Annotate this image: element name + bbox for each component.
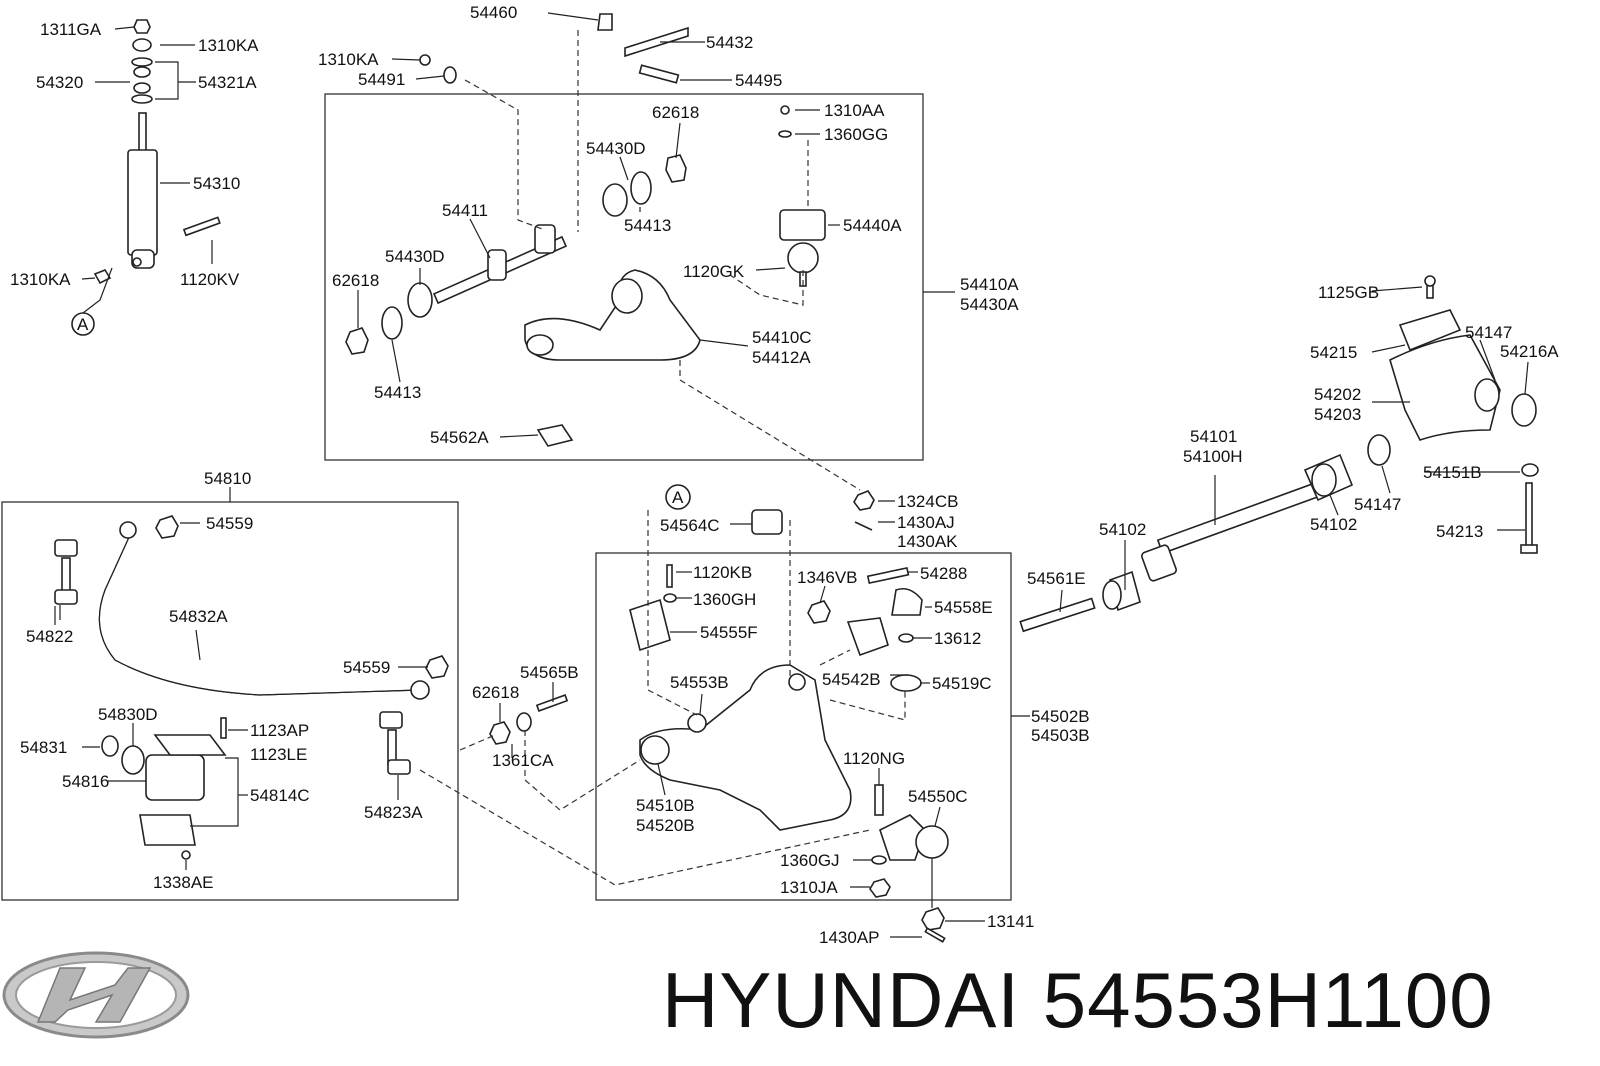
- drive-shaft: [1019, 275, 1539, 633]
- label-1311GA: 1311GA: [40, 20, 102, 39]
- label-54542B: 54542B: [822, 670, 881, 689]
- label-1360GG: 1360GG: [824, 125, 888, 144]
- label-1430AJ: 1430AJ: [897, 513, 955, 532]
- label-1338AE: 1338AE: [153, 873, 214, 892]
- label-54147-b: 54147: [1354, 495, 1401, 514]
- label-54147-a: 54147: [1465, 323, 1512, 342]
- label-54822: 54822: [26, 627, 73, 646]
- label-13141: 13141: [987, 912, 1034, 931]
- label-54100H: 54100H: [1183, 447, 1243, 466]
- label-54413-b: 54413: [374, 383, 421, 402]
- label-54411: 54411: [442, 201, 488, 220]
- label-1310KA-mid: 1310KA: [318, 50, 379, 69]
- label-54203: 54203: [1314, 405, 1361, 424]
- label-54202: 54202: [1314, 385, 1361, 404]
- label-54288: 54288: [920, 564, 967, 583]
- lower-control-arm: [419, 484, 949, 943]
- label-54503B: 54503B: [1031, 726, 1090, 745]
- label-1310JA: 1310JA: [780, 878, 838, 897]
- label-1360GJ: 1360GJ: [780, 851, 840, 870]
- upper-control-arm: [345, 13, 861, 491]
- label-1125GB: 1125GB: [1318, 283, 1379, 302]
- label-54412A: 54412A: [752, 348, 811, 367]
- part-labels: 1311GA 1310KA 54320 54321A 54310 1310KA …: [10, 3, 1559, 947]
- label-54495: 54495: [735, 71, 782, 90]
- label-54102-b: 54102: [1310, 515, 1357, 534]
- label-54559-b: 54559: [343, 658, 390, 677]
- label-1123AP: 1123AP: [250, 721, 309, 740]
- label-62618-c: 62618: [472, 683, 519, 702]
- label-62618-a: 62618: [652, 103, 699, 122]
- label-A-lower: A: [672, 488, 684, 507]
- label-54562A: 54562A: [430, 428, 489, 447]
- label-54565B: 54565B: [520, 663, 579, 682]
- label-1360GH: 1360GH: [693, 590, 756, 609]
- label-54550C: 54550C: [908, 787, 968, 806]
- stabilizer-bar: [54, 515, 449, 860]
- label-54102-a: 54102: [1099, 520, 1146, 539]
- part-number-caption: HYUNDAI 54553H1100: [662, 956, 1494, 1044]
- label-54432: 54432: [706, 33, 753, 52]
- label-54413-a: 54413: [624, 216, 671, 235]
- callout-lines: [54, 12, 1529, 938]
- label-54502B: 54502B: [1031, 707, 1090, 726]
- label-54559-a: 54559: [206, 514, 253, 533]
- label-54430A: 54430A: [960, 295, 1019, 314]
- label-54491: 54491: [358, 70, 405, 89]
- label-54510B: 54510B: [636, 796, 695, 815]
- label-1120KV: 1120KV: [180, 270, 240, 289]
- label-54553B: 54553B: [670, 673, 729, 692]
- label-54430D-a: 54430D: [586, 139, 646, 158]
- label-54816: 54816: [62, 772, 109, 791]
- label-54430D-b: 54430D: [385, 247, 445, 266]
- label-1346VB: 1346VB: [797, 568, 858, 587]
- label-62618-b: 62618: [332, 271, 379, 290]
- label-54321A: 54321A: [198, 73, 257, 92]
- label-54564C: 54564C: [660, 516, 720, 535]
- label-54216A: 54216A: [1500, 342, 1559, 361]
- label-A-shock: A: [77, 315, 89, 334]
- label-54519C: 54519C: [932, 674, 992, 693]
- label-54810: 54810: [204, 469, 251, 488]
- label-54310: 54310: [193, 174, 240, 193]
- label-54832A: 54832A: [169, 607, 228, 626]
- label-1430AP: 1430AP: [819, 928, 880, 947]
- label-1123LE: 1123LE: [250, 745, 307, 764]
- label-54151B: 54151B: [1423, 463, 1482, 482]
- label-54831: 54831: [20, 738, 67, 757]
- label-1324CB: 1324CB: [897, 492, 958, 511]
- label-54410A: 54410A: [960, 275, 1019, 294]
- label-1310AA: 1310AA: [824, 101, 885, 120]
- shock-absorber: [71, 19, 221, 336]
- label-54410C: 54410C: [752, 328, 812, 347]
- hyundai-logo: [2, 951, 190, 1039]
- label-13612: 13612: [934, 629, 981, 648]
- label-54561E: 54561E: [1027, 569, 1086, 588]
- label-1120KB: 1120KB: [693, 563, 752, 582]
- label-54830D: 54830D: [98, 705, 158, 724]
- label-1430AK: 1430AK: [897, 532, 958, 551]
- label-54213: 54213: [1436, 522, 1483, 541]
- label-54460: 54460: [470, 3, 517, 22]
- label-54520B: 54520B: [636, 816, 695, 835]
- label-54555F: 54555F: [700, 623, 758, 642]
- label-54215: 54215: [1310, 343, 1357, 362]
- label-54101: 54101: [1190, 427, 1237, 446]
- label-54823A: 54823A: [364, 803, 423, 822]
- label-1120NG: 1120NG: [843, 749, 905, 768]
- label-1361CA: 1361CA: [492, 751, 554, 770]
- label-54440A: 54440A: [843, 216, 902, 235]
- upper-arm-group-box: [324, 93, 924, 461]
- label-54558E: 54558E: [934, 598, 993, 617]
- label-1120GK: 1120GK: [683, 262, 745, 281]
- label-54320: 54320: [36, 73, 83, 92]
- lower-arm-group-box: [595, 552, 1012, 901]
- label-54814C: 54814C: [250, 786, 310, 805]
- label-1310KA-low: 1310KA: [10, 270, 71, 289]
- label-1310KA-top: 1310KA: [198, 36, 259, 55]
